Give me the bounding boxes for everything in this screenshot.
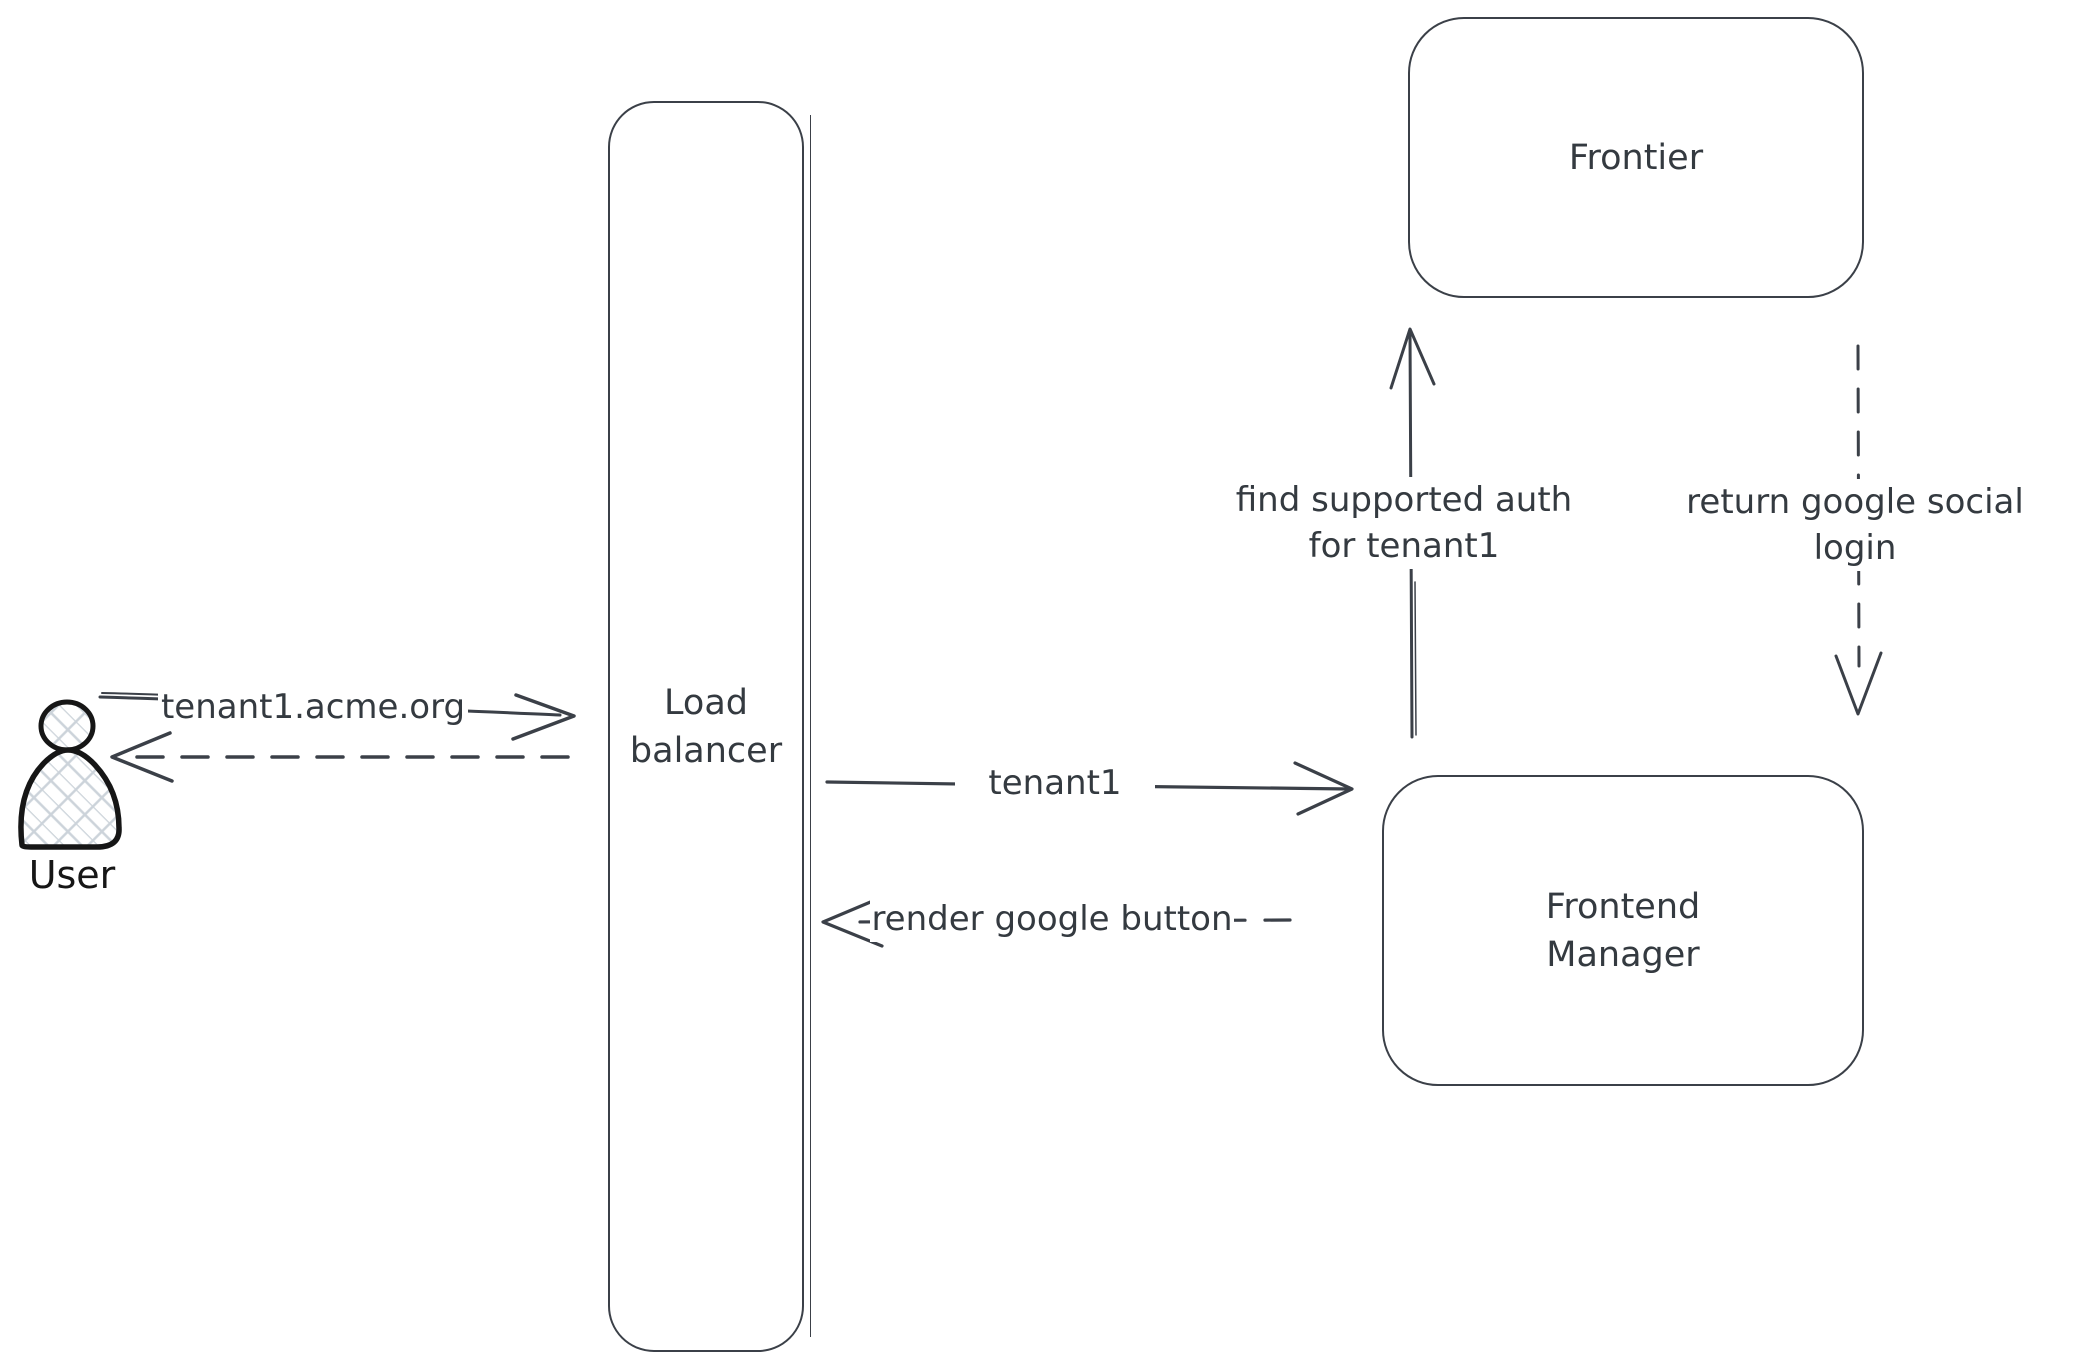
user-icon: [18, 699, 122, 850]
arrow-label-tenant1-acme-org: tenant1.acme.org: [158, 684, 468, 730]
arrow-label-return-google-social-login: return google social login: [1645, 479, 2065, 571]
load-balancer-double-stroke: [810, 115, 811, 1337]
frontend-manager-label-line2: Manager: [1546, 934, 1700, 975]
arrow-label-find-supported-auth-line1: find supported auth: [1235, 480, 1573, 520]
frontend-manager-node: Frontend Manager: [1382, 775, 1864, 1086]
user-label: User: [28, 853, 116, 897]
frontend-manager-label-line1: Frontend: [1545, 886, 1701, 927]
arrow-label-render-google-button: render google button: [870, 896, 1234, 942]
load-balancer-node: Load balancer: [608, 101, 804, 1352]
frontier-node: Frontier: [1408, 17, 1864, 298]
arrow-label-return-google-social-login-line1: return google social: [1686, 482, 2024, 522]
arrow-load-balancer-to-user: [110, 731, 570, 783]
arrow-label-find-supported-auth: find supported auth for tenant1: [1194, 477, 1614, 569]
arrow-label-return-google-social-login-line2: login: [1813, 528, 1897, 568]
load-balancer-label-line2: balancer: [629, 730, 783, 771]
arrow-label-find-supported-auth-line2: for tenant1: [1308, 526, 1500, 566]
frontier-label: Frontier: [1568, 137, 1704, 178]
arrow-label-tenant1: tenant1: [955, 760, 1155, 806]
load-balancer-label-line1: Load: [664, 682, 748, 723]
